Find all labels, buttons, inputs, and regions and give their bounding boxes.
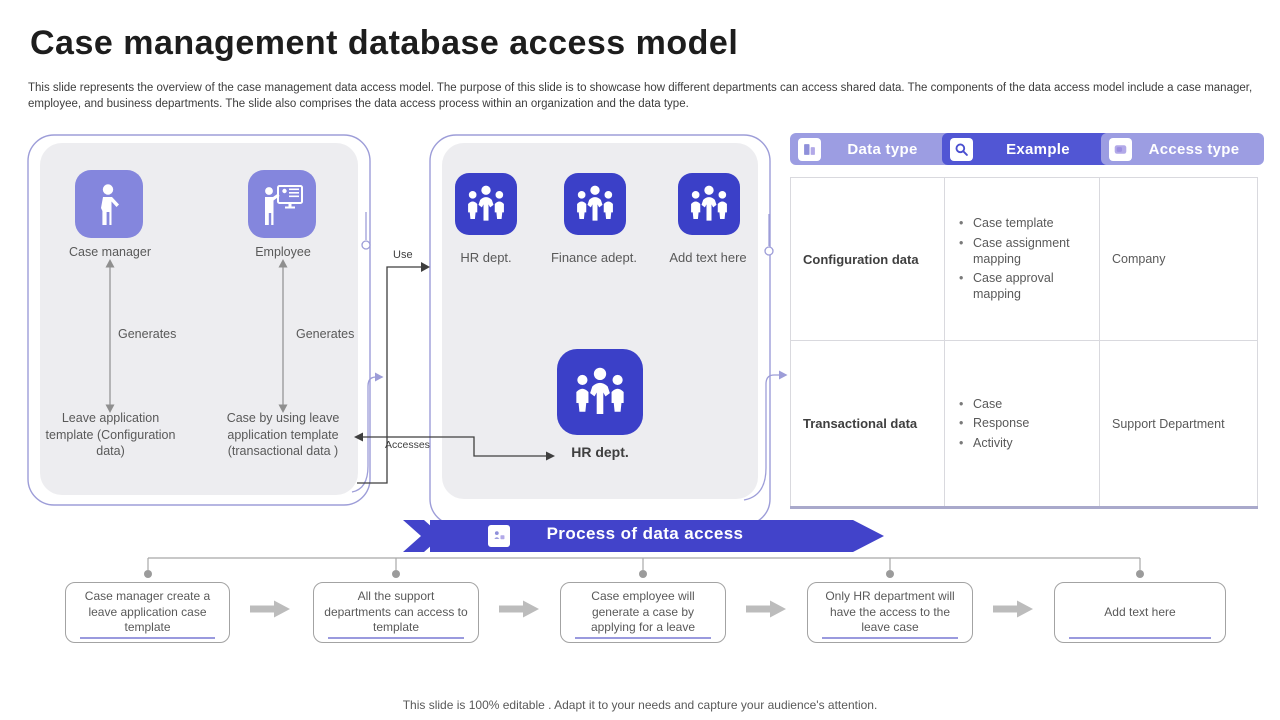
step-underline <box>80 637 215 639</box>
table-cell-trans-examples: Case Response Activity <box>945 341 1100 506</box>
tab-example[interactable]: Example <box>942 133 1111 165</box>
group-icon <box>684 179 734 229</box>
case-manager-label: Case manager <box>69 245 151 259</box>
accesses-connector-label: Accesses <box>385 439 430 451</box>
slide-footer-note: This slide is 100% editable . Adapt it t… <box>402 698 878 712</box>
group-icon <box>461 179 511 229</box>
step-underline <box>1069 637 1211 639</box>
generates-label-1: Generates <box>118 327 177 341</box>
hr-dept-tile <box>455 173 517 235</box>
group-icon <box>567 359 633 425</box>
employee-tile <box>248 170 316 238</box>
generates-label-2: Generates <box>296 327 355 341</box>
process-banner-title: Process of data access <box>546 524 744 543</box>
table-cell-config-examples: Case template Case assignment mapping Ca… <box>945 178 1100 341</box>
list-item: Case approval mapping <box>959 270 1093 303</box>
process-step-4-label: Only HR department will have the access … <box>825 589 955 635</box>
hr-dept-bottom-label: HR dept. <box>571 444 629 460</box>
process-step-5: Add text here <box>1054 582 1226 643</box>
person-icon <box>85 180 133 228</box>
process-step-4: Only HR department will have the access … <box>807 582 973 643</box>
group-icon <box>570 179 620 229</box>
magnifier-icon <box>950 137 973 161</box>
table-cell-trans-datatype: Transactional data <box>790 341 945 506</box>
table-cell-config-datatype: Configuration data <box>790 178 945 341</box>
list-item: Activity <box>959 435 1029 452</box>
tab-access-type-label: Access type <box>1148 140 1240 158</box>
tab-example-label: Example <box>1006 140 1070 158</box>
process-step-1: Case manager create a leave application … <box>65 582 230 643</box>
data-type-icon <box>798 137 821 161</box>
add-text-label: Add text here <box>669 250 747 265</box>
add-text-tile <box>678 173 740 235</box>
hr-dept-bottom-tile <box>557 349 643 435</box>
use-connector-label: Use <box>393 249 413 261</box>
process-step-2-label: All the support departments can access t… <box>324 589 468 635</box>
list-item: Case <box>959 396 1029 413</box>
step-underline <box>575 637 711 639</box>
list-item: Response <box>959 415 1029 432</box>
table-cell-trans-access: Support Department <box>1100 341 1258 506</box>
data-access-table: Configuration data Case template Case as… <box>790 177 1258 509</box>
finance-dept-label: Finance adept. <box>550 250 637 265</box>
transactional-output-label: Case by using leave application template… <box>226 411 340 458</box>
finance-dept-tile <box>564 173 626 235</box>
employee-label: Employee <box>255 245 311 259</box>
process-step-3: Case employee will generate a case by ap… <box>560 582 726 643</box>
process-step-1-label: Case manager create a leave application … <box>84 589 211 635</box>
config-output-label: Leave application template (Configuratio… <box>45 411 176 458</box>
tab-data-type[interactable]: Data type <box>790 133 952 165</box>
hr-dept-label: HR dept. <box>460 250 512 265</box>
case-manager-tile <box>75 170 143 238</box>
table-cell-config-access: Company <box>1100 178 1258 341</box>
page-title: Case management database access model <box>30 24 739 62</box>
process-step-2: All the support departments can access t… <box>313 582 479 643</box>
slide-description: This slide represents the overview of th… <box>28 82 1253 111</box>
step-underline <box>328 637 464 639</box>
step-underline <box>822 637 958 639</box>
list-item: Case template <box>959 215 1093 232</box>
process-step-5-label: Add text here <box>1104 604 1176 619</box>
access-type-icon <box>1109 137 1132 161</box>
process-step-3-label: Case employee will generate a case by ap… <box>590 589 696 635</box>
process-icon <box>488 525 510 547</box>
tab-access-type[interactable]: Access type <box>1101 133 1264 165</box>
presenter-icon <box>258 180 306 228</box>
tab-data-type-label: Data type <box>847 140 918 158</box>
list-item: Case assignment mapping <box>959 235 1093 268</box>
